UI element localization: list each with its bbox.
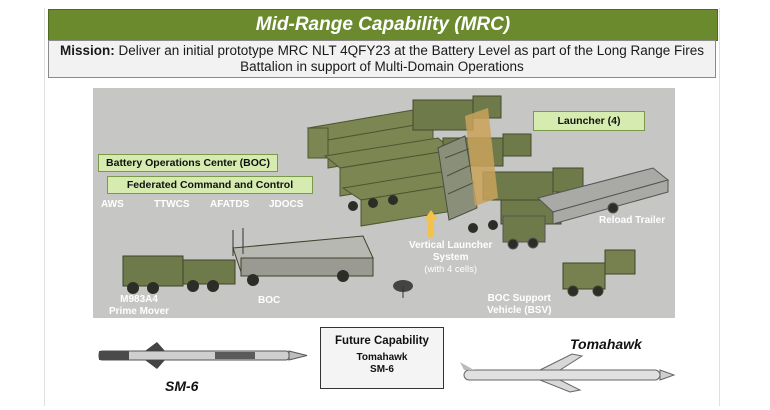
bsv-line1: BOC Support (487, 293, 551, 304)
bsv-label: BOC Support Vehicle (BSV) (487, 293, 551, 317)
fc2-tag: Federated Command and Control (107, 176, 313, 194)
bsv-line2: Vehicle (BSV) (487, 305, 552, 316)
vehicle-artwork (93, 88, 675, 318)
mrc-battery-illustration: Launcher (4) Battery Operations Center (… (93, 88, 675, 318)
prime-mover-line1: M983A4 (120, 294, 158, 305)
sm6-label: SM-6 (165, 378, 199, 394)
reload-trailer (502, 167, 670, 250)
fc2-system-jdocs: JDOCS (269, 199, 304, 210)
prime-mover-line2: Prime Mover (109, 306, 170, 317)
satellite-dish-icon (393, 280, 413, 298)
vls-label: Vertical Launcher System (with 4 cells) (409, 240, 492, 276)
boc-tag: Battery Operations Center (BOC) (98, 154, 278, 172)
future-capability-title: Future Capability (335, 335, 429, 347)
vls-label-line3: (with 4 cells) (424, 264, 478, 275)
arrow-up-icon (424, 210, 438, 238)
slide-title: Mid-Range Capability (MRC) (48, 9, 718, 41)
boc-support-vehicle (562, 249, 636, 297)
tomahawk-missile-icon (460, 353, 676, 393)
vertical-launcher (437, 135, 478, 221)
mission-label: Mission: (59, 43, 115, 58)
mission-text: Deliver an initial prototype MRC NLT 4QF… (118, 43, 705, 74)
reload-trailer-label: Reload Trailer (599, 215, 666, 226)
prime-mover-label: M983A4 Prime Mover (109, 294, 169, 318)
slide-frame (44, 8, 720, 406)
future-capability-box: Future Capability Tomahawk SM-6 (320, 327, 444, 389)
future-item-sm6: SM-6 (370, 364, 394, 375)
future-item-tomahawk: Tomahawk (356, 352, 408, 363)
fc2-system-afatds: AFATDS (210, 199, 250, 210)
launcher-tag: Launcher (4) (533, 111, 645, 131)
fc2-system-aws: AWS (101, 199, 124, 210)
vls-label-line1: Vertical Launcher (409, 240, 493, 251)
boc-label: BOC (258, 295, 281, 306)
sm6-missile-icon (98, 342, 308, 369)
fc2-system-ttwcs: TTWCS (154, 199, 190, 210)
prime-mover-and-boc (122, 228, 374, 294)
tomahawk-label: Tomahawk (570, 336, 642, 352)
vls-label-line2: System (432, 252, 469, 263)
mission-box: Mission: Deliver an initial prototype MR… (48, 40, 716, 78)
